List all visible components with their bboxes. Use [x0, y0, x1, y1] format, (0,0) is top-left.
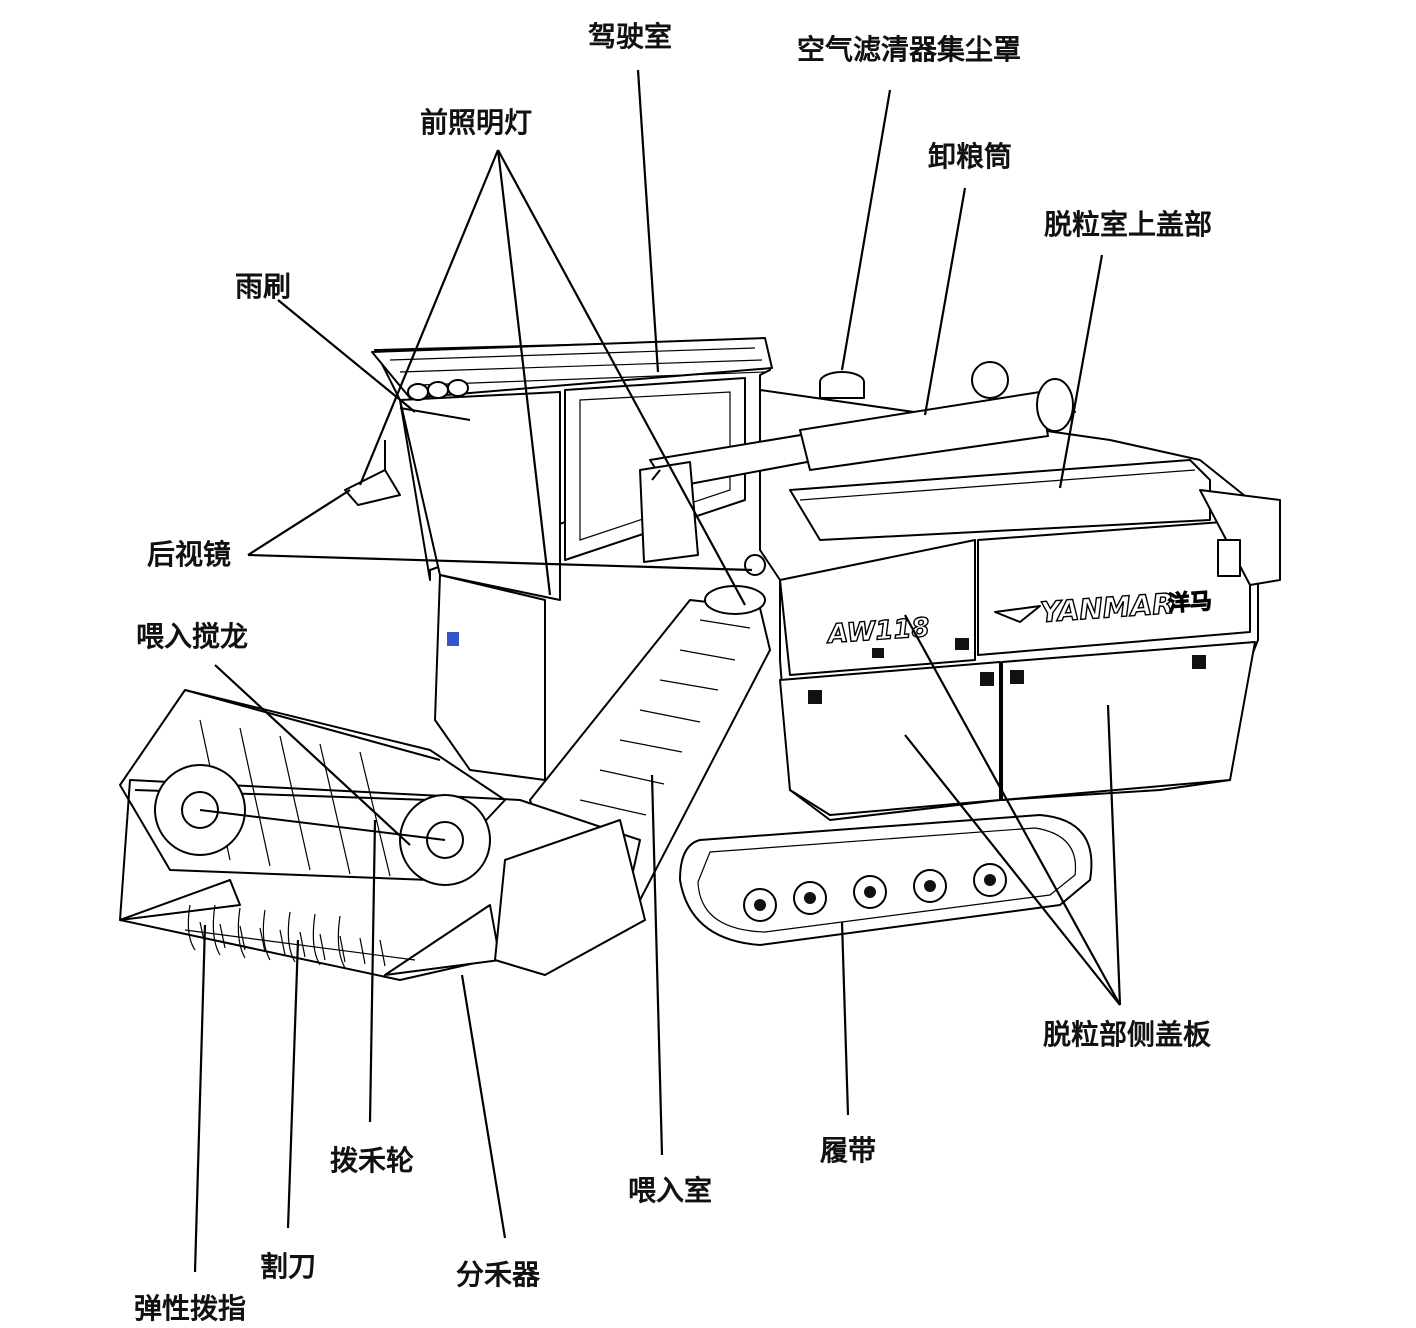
labels: 驾驶室 空气滤清器集尘罩 前照明灯 卸粮筒 脱粒室上盖部 雨刷 后视镜 喂入搅龙…: [134, 20, 1212, 1325]
leader-feed-auger: [214, 664, 411, 846]
leader-feeder-house: [650, 774, 664, 1156]
leader-mirror-1: [247, 489, 351, 556]
label-thresher-top-cover: 脱粒室上盖部: [1044, 208, 1212, 241]
label-reel: 拨禾轮: [330, 1144, 414, 1177]
unloading-auger-assembly: [639, 361, 1076, 563]
label-wiper: 雨刷: [235, 270, 291, 303]
label-unloading-auger: 卸粮筒: [928, 140, 1012, 173]
label-spring-tine: 弹性拨指: [134, 1292, 246, 1325]
leader-cab: [636, 69, 660, 373]
leader-mirror-2: [247, 553, 753, 572]
label-cutter-blade: 割刀: [260, 1250, 316, 1283]
brand-mark-cn: 洋马: [1167, 588, 1213, 617]
leader-headlight-1: [358, 149, 500, 486]
leader-divider: [460, 974, 507, 1239]
label-thresher-side-cover: 脱粒部侧盖板: [1043, 1018, 1211, 1051]
label-crawler-track: 履带: [820, 1134, 876, 1167]
header-assembly: [119, 689, 646, 981]
label-rear-view-mirror: 后视镜: [147, 538, 231, 571]
leader-headlight-3: [497, 149, 746, 606]
leader-wiper: [277, 299, 416, 413]
leader-unloading-auger: [923, 187, 967, 416]
label-cab: 驾驶室: [588, 20, 672, 53]
harvester-drawing: AW118 YANMAR 洋马: [119, 337, 1281, 981]
label-air-filter-dust-cover: 空气滤清器集尘罩: [797, 33, 1021, 66]
leader-thresher-side-2: [904, 734, 1121, 1006]
leader-headlight-2: [496, 149, 552, 596]
leader-spring-tine: [193, 924, 207, 1273]
leader-thresher-side-1: [904, 614, 1121, 1006]
label-feeder-house: 喂入室: [628, 1174, 712, 1207]
leader-air-filter: [840, 89, 892, 371]
leader-thresher-side-3: [1106, 704, 1122, 1006]
leader-crawler: [840, 921, 850, 1116]
leader-cutter: [286, 939, 300, 1229]
label-headlight: 前照明灯: [420, 106, 532, 139]
leader-reel: [368, 819, 377, 1123]
crawler-track: [679, 814, 1093, 946]
leader-lines: [193, 69, 1122, 1273]
label-divider: 分禾器: [456, 1258, 541, 1291]
leader-thresher-top: [1058, 254, 1104, 489]
thresher-body: [759, 389, 1281, 821]
label-feed-auger: 喂入搅龙: [136, 620, 248, 653]
